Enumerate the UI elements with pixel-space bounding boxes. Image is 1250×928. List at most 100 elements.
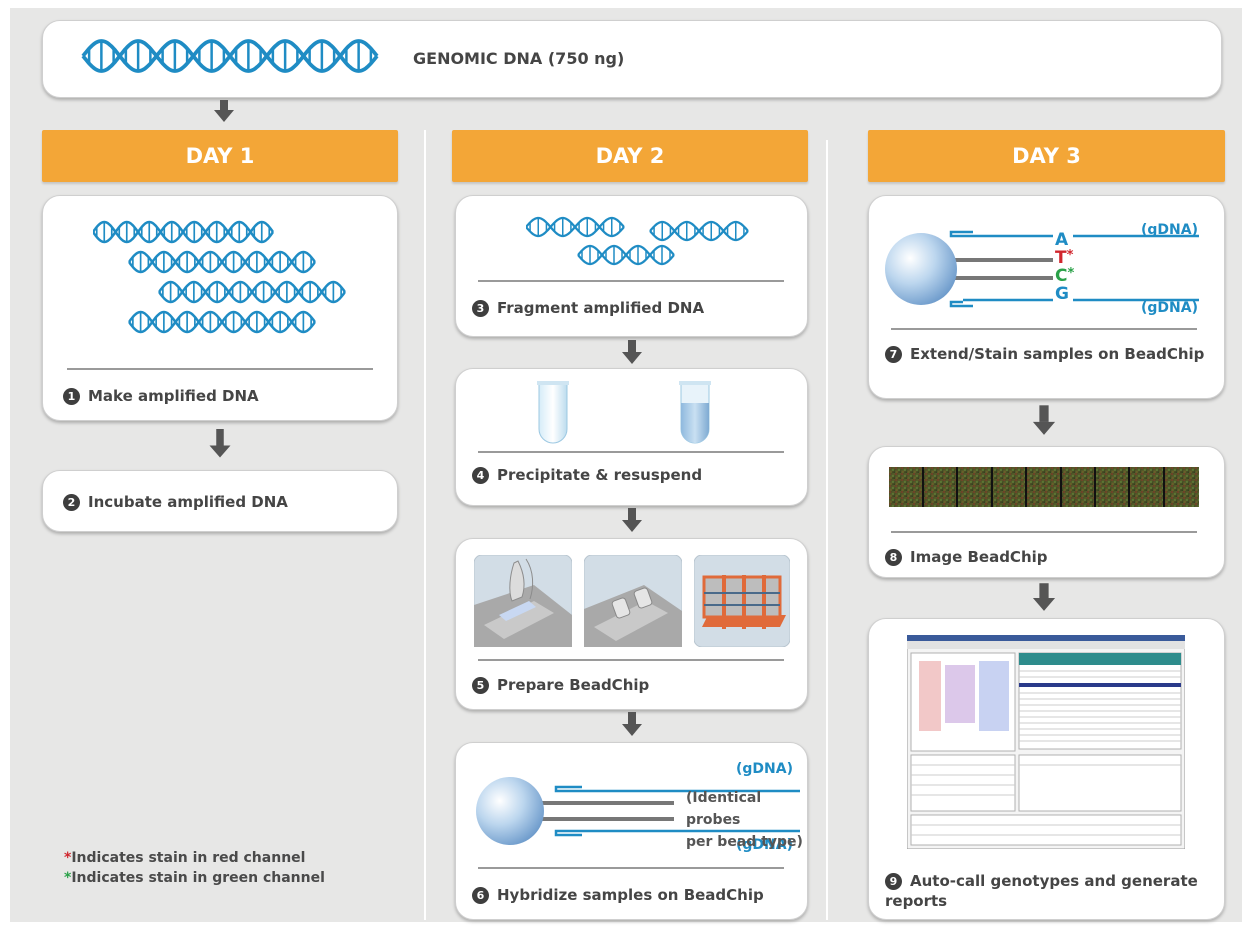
dna-strand (93, 220, 275, 244)
step-7-card: A T* C* G (gDNA) (gDNA) 7 Extend/Stain sa… (868, 195, 1225, 399)
legend-red: *Indicates stain in red channel (64, 850, 306, 866)
dna-helix-icon (81, 39, 379, 73)
fragmented-dna-icon (526, 216, 749, 266)
bead-probe-icon (476, 777, 800, 845)
step-5-label: 5 Prepare BeadChip (472, 675, 649, 695)
base-c: C* (1055, 266, 1075, 286)
step-number-badge: 5 (472, 677, 489, 694)
amplified-dna-icon (93, 220, 346, 334)
step-number-badge: 6 (472, 887, 489, 904)
empty-tube-icon (537, 381, 569, 444)
genomic-dna-card: GENOMIC DNA (750 ng) (42, 20, 1222, 98)
bead-extend-icon (885, 230, 1199, 308)
gdna-label-bottom: (gDNA) (1141, 300, 1198, 316)
separator (891, 328, 1197, 330)
step-8-label: 8 Image BeadChip (885, 547, 1048, 567)
dna-strand (526, 216, 625, 238)
dna-helix (93, 220, 275, 244)
red-star-icon: * (64, 850, 72, 866)
probe-note: (Identical probes per bead type) (686, 790, 803, 850)
dna-helix (649, 220, 749, 242)
dna-strand (649, 220, 749, 242)
dna-strand (128, 250, 316, 274)
separator (478, 659, 784, 661)
step-text: Make amplified DNA (88, 387, 259, 405)
dna-strand (81, 39, 379, 73)
beadchip-prep-image-1 (474, 555, 572, 647)
separator (67, 368, 373, 370)
arrow-down-icon (1032, 583, 1056, 611)
step-text: Extend/Stain samples on BeadChip (910, 345, 1205, 363)
step-number-badge: 3 (472, 300, 489, 317)
step-7-label: 7 Extend/Stain samples on BeadChip (885, 344, 1205, 364)
step-number-badge: 9 (885, 873, 902, 890)
green-star-icon: * (1067, 266, 1075, 281)
day-3-header: DAY 3 (868, 130, 1225, 182)
filled-tube-icon (679, 381, 711, 444)
dna-helix (158, 280, 346, 304)
step-text: Prepare BeadChip (497, 676, 650, 694)
step-text: Precipitate & resuspend (497, 466, 703, 484)
step-number-badge: 8 (885, 549, 902, 566)
arrow-down-icon (209, 429, 231, 458)
gdna-label-bottom: (gDNA) (736, 837, 793, 853)
dna-strand (158, 280, 346, 304)
step-1-card: 1 Make amplified DNA (42, 195, 398, 421)
step-4-card: 4 Precipitate & resuspend (455, 368, 808, 506)
arrow-down-icon (622, 712, 642, 736)
step-5-card: 5 Prepare BeadChip (455, 538, 808, 710)
column-divider-1 (424, 130, 426, 920)
beadchip-prep-image-3 (694, 555, 790, 647)
separator (478, 280, 784, 282)
step-text: Auto-call genotypes and generate reports (885, 872, 1198, 910)
column-divider-2 (826, 140, 828, 920)
software-screenshot-image (907, 635, 1185, 849)
beadchip-prep-image-2 (584, 555, 682, 647)
step-text: Image BeadChip (910, 548, 1048, 566)
arrow-down-icon (1032, 405, 1056, 435)
separator (478, 451, 784, 453)
step-6-card: (gDNA) (gDNA) (Identical probes per bead… (455, 742, 808, 920)
step-6-label: 6 Hybridize samples on BeadChip (472, 885, 764, 905)
dna-helix (81, 39, 379, 73)
dna-strand (577, 244, 675, 266)
step-number-badge: 2 (63, 494, 80, 511)
step-text: Hybridize samples on BeadChip (497, 886, 764, 904)
dna-helix (128, 250, 316, 274)
step-number-badge: 4 (472, 467, 489, 484)
base-a: A (1055, 230, 1069, 250)
genomic-dna-title: GENOMIC DNA (750 ng) (413, 49, 625, 68)
dna-helix (128, 310, 316, 334)
dna-helix (577, 244, 675, 266)
gdna-label-top: (gDNA) (736, 761, 793, 777)
arrow-down-icon (214, 100, 234, 122)
beadchip-image (889, 467, 1199, 507)
base-g: G (1055, 284, 1069, 304)
arrow-down-icon (622, 340, 642, 364)
green-star-icon: * (64, 870, 72, 886)
step-number-badge: 1 (63, 388, 80, 405)
arrow-down-icon (622, 508, 642, 532)
day-1-header: DAY 1 (42, 130, 398, 182)
dna-strand (128, 310, 316, 334)
step-8-card: 8 Image BeadChip (868, 446, 1225, 578)
legend-green: *Indicates stain in green channel (64, 870, 325, 886)
dna-helix (526, 216, 625, 238)
base-t: T* (1055, 248, 1074, 268)
step-1-label: 1 Make amplified DNA (63, 386, 259, 406)
gdna-label-top: (gDNA) (1141, 222, 1198, 238)
day-2-header: DAY 2 (452, 130, 808, 182)
step-number-badge: 7 (885, 346, 902, 363)
separator (891, 531, 1197, 533)
red-star-icon: * (1066, 248, 1074, 263)
separator (478, 867, 784, 869)
legend: *Indicates stain in red channel *Indicat… (64, 848, 325, 888)
step-4-label: 4 Precipitate & resuspend (472, 465, 702, 485)
